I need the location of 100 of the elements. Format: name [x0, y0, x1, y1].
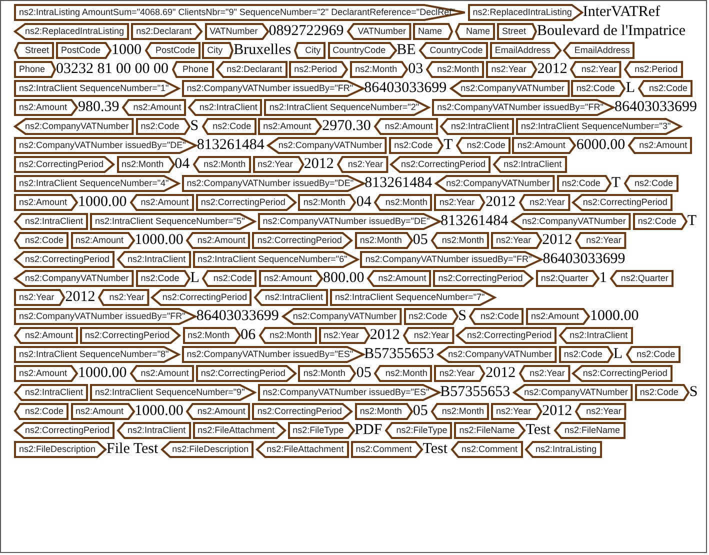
opening-tag: ns2:Year: [320, 328, 369, 343]
opening-tag: ns2:Code: [136, 119, 190, 134]
closing-tag: ns2:Declarant: [216, 62, 286, 77]
closing-tag: ns2:Amount: [629, 138, 692, 153]
closing-tag: ns2:Quarter: [610, 271, 672, 286]
opening-tag: ns2:CorrectingPeriod: [196, 366, 296, 381]
tag-value: Bruxelles: [234, 42, 292, 59]
closing-tag: ns2:IntraListing: [526, 442, 601, 457]
closing-tag: ns2:CorrectingPeriod: [152, 290, 251, 305]
opening-tag: ns2:Month: [299, 195, 356, 210]
tag-value: B57355653: [440, 384, 510, 401]
tag-value: 2012: [304, 156, 334, 173]
opening-tag: ns2:Code: [136, 271, 190, 286]
closing-tag: PostCode: [146, 43, 200, 58]
opening-tag: ns2:IntraClient SequenceNumber="4": [15, 176, 179, 191]
tag-value: 2012: [537, 61, 568, 78]
opening-tag: ns2:Amount: [259, 119, 322, 134]
opening-tag: ns2:CompanyVATNumber issuedBy="DE": [182, 176, 364, 191]
opening-tag: ns2:IntraClient SequenceNumber="9": [91, 385, 255, 400]
tag-value: 05: [412, 403, 428, 420]
tag-value: BE: [396, 42, 416, 59]
opening-tag: VATNumber: [206, 24, 268, 39]
closing-tag: ns2:FileName: [554, 423, 624, 438]
closing-tag: ns2:Amount: [374, 119, 437, 134]
tag-value: 06: [240, 327, 256, 344]
closing-tag: ns2:CorrectingPeriod: [572, 366, 672, 381]
opening-tag: ns2:IntraClient SequenceNumber="6": [194, 252, 358, 267]
closing-tag: ns2:Amount: [15, 328, 78, 343]
tag-value: 2012: [486, 365, 516, 382]
opening-tag: ns2:Year: [492, 233, 542, 248]
opening-tag: ns2:Month: [356, 404, 412, 419]
closing-tag: ns2:Code: [470, 309, 523, 324]
tag-value: File Test: [106, 441, 158, 458]
closing-tag: ns2:IntraClient: [254, 290, 327, 305]
closing-tag: ns2:Code: [203, 271, 256, 286]
tag-value: 86403033699: [364, 80, 447, 97]
closing-tag: ns2:CorrectingPeriod: [457, 328, 556, 343]
opening-tag: ns2:Amount: [260, 271, 322, 286]
opening-tag: ns2:Year: [435, 366, 485, 381]
opening-tag: CountryCode: [328, 43, 396, 58]
opening-tag: ns2:FileName: [455, 423, 525, 438]
opening-tag: ns2:IntraClient SequenceNumber="1": [15, 81, 179, 96]
closing-tag: ns2:CompanyVATNumber: [436, 176, 554, 191]
closing-tag: ns2:IntraClient: [560, 328, 632, 343]
tag-value: 86403033699: [196, 308, 279, 325]
opening-tag: ns2:Amount: [15, 366, 78, 381]
opening-tag: ns2:Code: [560, 347, 612, 362]
opening-tag: ns2:Year: [254, 157, 303, 172]
opening-tag: ns2:Code: [634, 214, 686, 229]
opening-tag: ns2:CompanyVATNumber issuedBy="FR": [182, 81, 364, 96]
closing-tag: CountryCode: [420, 43, 487, 58]
tag-value: 2012: [65, 289, 96, 306]
closing-tag: ns2:Year: [576, 233, 626, 248]
closing-tag: ns2:Comment: [452, 442, 522, 457]
closing-tag: ns2:CompanyVATNumber: [15, 271, 133, 286]
opening-tag: EmailAddress: [490, 43, 560, 58]
closing-tag: ns2:Amount: [187, 404, 250, 419]
opening-tag: ns2:Month: [356, 233, 412, 248]
tag-value: T: [687, 213, 697, 230]
closing-tag: Name: [456, 24, 494, 39]
closing-tag: City: [295, 43, 325, 58]
opening-tag: ns2:IntraClient SequenceNumber="3": [516, 119, 681, 134]
opening-tag: ns2:FileType: [288, 423, 354, 438]
opening-tag: ns2:Month: [184, 328, 240, 343]
opening-tag: ns2:Declarant: [132, 24, 202, 39]
closing-tag: ns2:Code: [15, 404, 68, 419]
tag-value: 813261484: [196, 137, 264, 154]
opening-tag: ns2:Month: [351, 62, 408, 77]
closing-tag: ns2:Year: [520, 366, 569, 381]
opening-tag: ns2:Month: [299, 366, 356, 381]
opening-tag: ns2:Amount: [72, 404, 134, 419]
closing-tag: ns2:IntraClient: [118, 423, 190, 438]
closing-tag: VATNumber: [348, 24, 410, 39]
tag-value: T: [611, 175, 621, 192]
opening-tag: Name: [414, 24, 452, 39]
opening-tag: ns2:CorrectingPeriod: [81, 328, 180, 343]
closing-tag: ns2:Amount: [130, 366, 193, 381]
tag-value: 2970.30: [322, 118, 371, 135]
closing-tag: ns2:CorrectingPeriod: [15, 423, 114, 438]
opening-tag: ns2:CorrectingPeriod: [15, 157, 114, 172]
opening-tag: ns2:CorrectingPeriod: [253, 233, 352, 248]
opening-tag: ns2:FileDescription: [15, 442, 106, 457]
closing-tag: ns2:IntraClient: [118, 252, 190, 267]
closing-tag: ns2:Year: [576, 404, 626, 419]
closing-tag: ns2:Amount: [123, 100, 186, 115]
opening-tag: ns2:ReplacedIntraListing: [468, 5, 582, 20]
closing-tag: ns2:Year: [404, 328, 454, 343]
closing-tag: ns2:Year: [99, 290, 148, 305]
tag-value: 1000.00: [134, 232, 184, 249]
closing-tag: EmailAddress: [564, 43, 634, 58]
closing-tag: ns2:IntraClient: [494, 157, 566, 172]
tag-value: 05: [412, 232, 428, 249]
opening-tag: ns2:CorrectingPeriod: [434, 271, 533, 286]
opening-tag: ns2:Code: [572, 81, 625, 96]
closing-tag: ns2:CompanyVATNumber: [514, 385, 632, 400]
tag-value: B57355653: [364, 346, 434, 363]
closing-tag: ns2:ReplacedIntraListing: [15, 24, 128, 39]
closing-tag: ns2:Code: [456, 138, 510, 153]
tag-value: T: [444, 137, 453, 154]
tag-value: 1000.00: [78, 194, 127, 211]
